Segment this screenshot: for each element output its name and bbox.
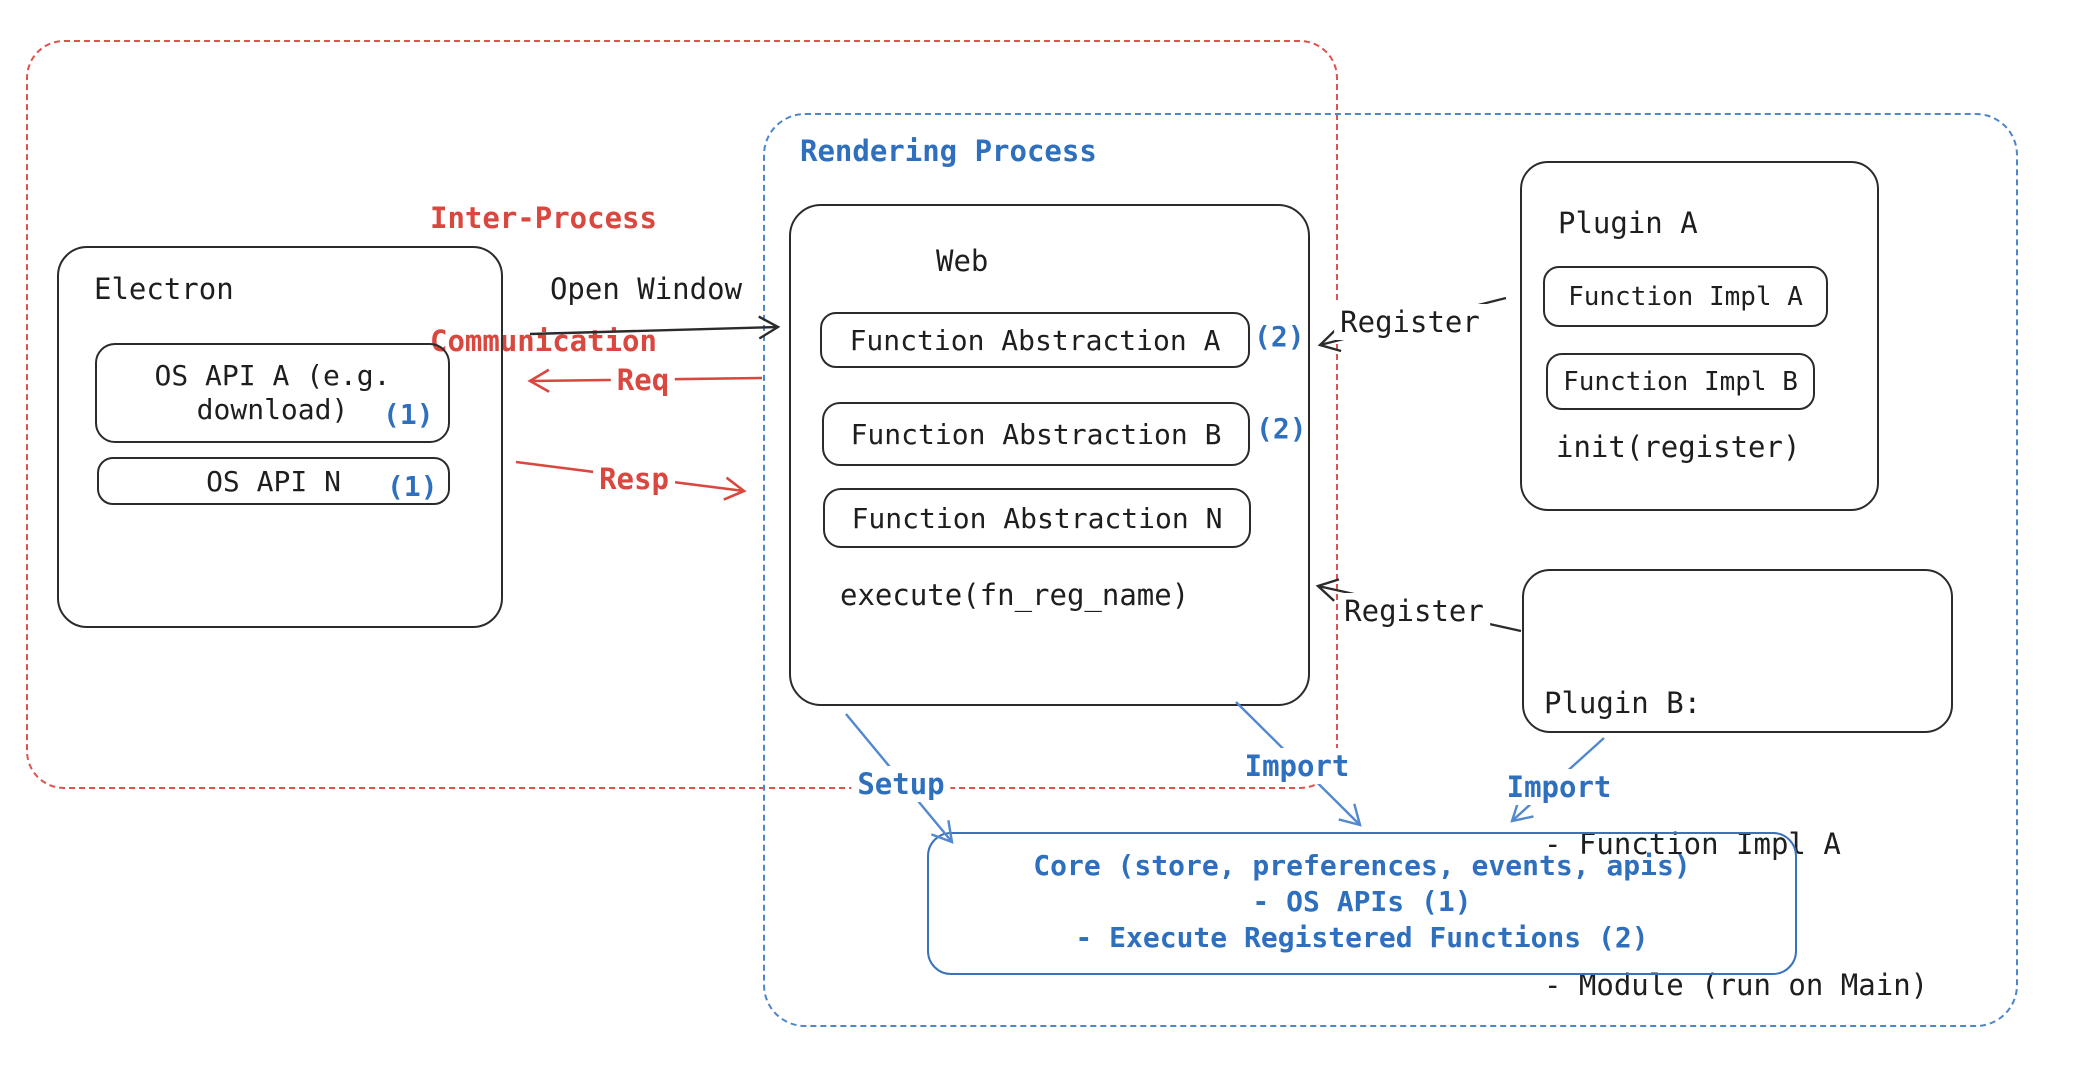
plugin-a-init-label: init(register): [1556, 430, 1801, 464]
core-execute-line: - Execute Registered Functions (2): [1075, 921, 1649, 954]
os-api-n-label: OS API N: [206, 464, 341, 498]
import-plugin-label: Import: [1500, 769, 1618, 805]
web-title: Web: [936, 244, 989, 278]
plugin-a-impl-a-label: Function Impl A: [1568, 281, 1803, 312]
os-api-a-ref-badge: (1): [383, 398, 434, 431]
rendering-label: Rendering Process: [800, 134, 1097, 168]
open-window-label: Open Window: [543, 271, 749, 307]
resp-label: Resp: [593, 461, 675, 497]
os-api-a-line2: download): [196, 393, 349, 426]
plugin-a-impl-a-box: Function Impl A: [1543, 266, 1828, 327]
ipc-label-line1: Inter-Process: [430, 201, 657, 235]
function-abstraction-b-box: Function Abstraction B: [822, 402, 1250, 466]
os-api-n-ref-badge: (1): [387, 470, 438, 503]
os-api-n-box: OS API N: [97, 457, 450, 505]
plugin-b-text: Plugin B: - Function Impl A - Module (ru…: [1544, 586, 1928, 1066]
register-b-label: Register: [1338, 593, 1490, 629]
function-abstraction-a-label: Function Abstraction A: [849, 323, 1221, 357]
req-label: Req: [610, 362, 676, 398]
core-title-line: Core (store, preferences, events, apis): [1033, 849, 1691, 882]
function-abstraction-n-box: Function Abstraction N: [823, 488, 1251, 548]
core-box: [927, 832, 1797, 975]
function-abstraction-a-ref-badge: (2): [1254, 320, 1305, 353]
function-abstraction-b-ref-badge: (2): [1256, 412, 1307, 445]
plugin-b-box: [1522, 569, 1953, 733]
plugin-a-impl-b-box: Function Impl B: [1546, 353, 1815, 410]
function-abstraction-b-label: Function Abstraction B: [850, 417, 1222, 451]
function-abstraction-a-box: Function Abstraction A: [820, 312, 1250, 368]
plugin-a-box: [1520, 161, 1879, 511]
web-box: [789, 204, 1310, 706]
ipc-container-box: [26, 40, 1338, 789]
os-api-a-line1: OS API A (e.g.: [154, 359, 391, 392]
os-api-a-box: OS API A (e.g. download): [95, 343, 450, 443]
rendering-container-box: [763, 113, 2018, 1027]
import-web-label: Import: [1238, 748, 1356, 784]
execute-call-label: execute(fn_reg_name): [840, 578, 1190, 612]
plugin-a-impl-b-label: Function Impl B: [1563, 366, 1798, 397]
setup-label: Setup: [851, 766, 951, 802]
plugin-a-title: Plugin A: [1558, 206, 1698, 240]
plugin-b-title: Plugin B:: [1544, 686, 1702, 720]
electron-title: Electron: [94, 272, 234, 306]
core-text: Core (store, preferences, events, apis) …: [927, 848, 1797, 956]
register-a-label: Register: [1334, 304, 1486, 340]
electron-box: [57, 246, 503, 628]
function-abstraction-n-label: Function Abstraction N: [851, 501, 1223, 535]
core-os-apis-line: - OS APIs (1): [1252, 885, 1472, 918]
